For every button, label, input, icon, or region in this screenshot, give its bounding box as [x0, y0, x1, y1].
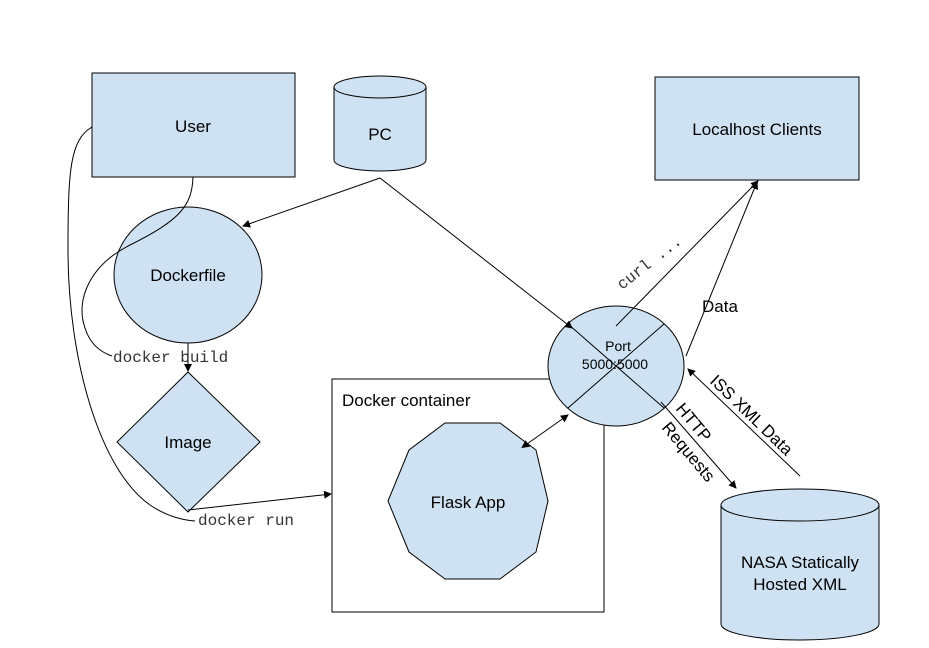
- pc-node: [333, 75, 427, 172]
- edge-pc-to-port: [379, 177, 573, 329]
- dockerfile-label: Dockerfile: [150, 266, 226, 285]
- localhost-clients-label: Localhost Clients: [692, 120, 821, 139]
- port-label-line2: 5000:5000: [582, 356, 648, 372]
- nasa-label-line2: Hosted XML: [753, 575, 847, 594]
- docker-container-label: Docker container: [342, 391, 471, 410]
- user-label: User: [175, 117, 211, 136]
- port-cross-line-b: [567, 323, 665, 409]
- curl-label: curl ...: [614, 232, 686, 293]
- edge-image-to-container: [187, 490, 332, 511]
- docker-build-label: docker build: [113, 349, 228, 367]
- port-label-line1: Port: [605, 338, 631, 354]
- edge-pc-to-dockerfile: [242, 177, 381, 228]
- edge-nasa-to-port: [687, 368, 801, 477]
- nasa-label-line1: NASA Statically: [741, 553, 860, 572]
- edge-port-to-clients-data: [685, 181, 759, 357]
- flask-app-label: Flask App: [431, 493, 506, 512]
- edge-user-docker-build-curve: [81, 176, 194, 357]
- edge-port-to-nasa: [660, 401, 737, 489]
- image-label: Image: [164, 433, 211, 452]
- image-node: [116, 371, 261, 513]
- user-node: [91, 72, 296, 178]
- data-label: Data: [702, 297, 738, 316]
- iss-xml-data-label: ISS XML Data: [706, 371, 797, 459]
- docker-run-label: docker run: [198, 512, 294, 530]
- edge-user-docker-run-curve: [67, 126, 196, 522]
- localhost-clients-node: [654, 76, 860, 181]
- nasa-xml-node: [720, 488, 880, 641]
- edge-port-to-clients-curl: [615, 180, 759, 327]
- edge-flask-port: [521, 414, 569, 449]
- pc-label: PC: [368, 125, 392, 144]
